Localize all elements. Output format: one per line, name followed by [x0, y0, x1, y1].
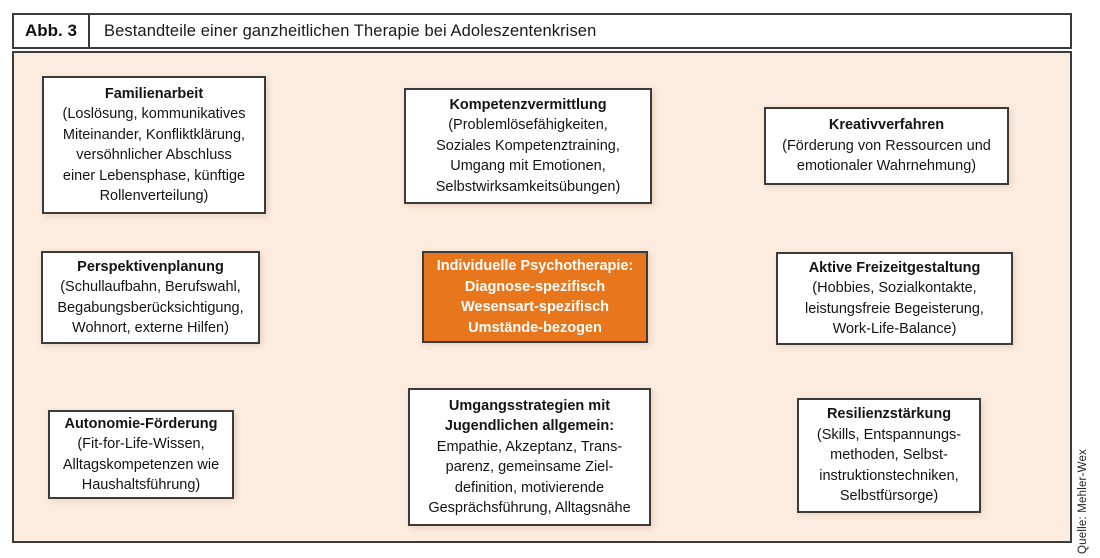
box-title: Autonomie-Förderung — [64, 415, 218, 432]
box-perspektivenplanung: Perspektivenplanung (Schullaufbahn, Beru… — [41, 251, 260, 344]
diagram-area: Familienarbeit (Loslösung, kommunikative… — [12, 51, 1072, 543]
box-body: Diagnose-spezifisch Wesensart-spezifisch… — [460, 278, 609, 336]
box-resilienzstaerkung: Resilienzstärkung (Skills, Entspannungs-… — [797, 398, 981, 513]
box-umgangsstrategien: Umgangsstrategien mit Jugendlichen allge… — [408, 388, 651, 526]
box-individuelle-psychotherapie: Individuelle Psychotherapie: Diagnose-sp… — [422, 251, 648, 343]
box-body: Empathie, Akzeptanz, Trans- parenz, geme… — [428, 438, 631, 517]
box-title: Kompetenzvermittlung — [449, 96, 607, 113]
box-title: Aktive Freizeitgestaltung — [808, 259, 981, 276]
box-body: (Hobbies, Sozialkontakte, leistungsfreie… — [805, 280, 984, 337]
box-title: Resilienzstärkung — [826, 406, 952, 423]
source-credit: Quelle: Mehler-Wex — [1077, 448, 1089, 554]
box-body: (Förderung von Ressourcen und emotionale… — [782, 137, 991, 175]
figure-title: Bestandteile einer ganzheitlichen Therap… — [104, 21, 597, 40]
box-body: (Loslösung, kommunikatives Miteinander, … — [62, 106, 246, 204]
box-body: (Skills, Entspannungs- methoden, Selbst-… — [816, 426, 962, 505]
box-body: (Schullaufbahn, Berufswahl, Begabungsber… — [57, 279, 244, 336]
box-title: Perspektivenplanung — [77, 258, 224, 275]
box-kompetenzvermittlung: Kompetenzvermittlung (Problemlösefähigke… — [404, 88, 652, 204]
box-title: Kreativverfahren — [828, 117, 945, 134]
box-autonomie-foerderung: Autonomie-Förderung (Fit-for-Life-Wissen… — [48, 410, 234, 499]
box-title: Umgangsstrategien mit Jugendlichen allge… — [444, 397, 615, 435]
figure-header: Abb. 3 Bestandteile einer ganzheitlichen… — [12, 13, 1072, 49]
box-title: Familienarbeit — [104, 85, 204, 102]
box-body: (Fit-for-Life-Wissen, Alltagskompetenzen… — [62, 436, 220, 493]
box-title: Individuelle Psychotherapie: — [436, 258, 634, 274]
figure-label: Abb. 3 — [14, 15, 90, 47]
box-body: (Problemlösefähigkeiten, Soziales Kompet… — [435, 117, 621, 195]
box-familienarbeit: Familienarbeit (Loslösung, kommunikative… — [42, 76, 266, 214]
box-aktive-freizeitgestaltung: Aktive Freizeitgestaltung (Hobbies, Sozi… — [776, 252, 1013, 345]
box-kreativverfahren: Kreativverfahren (Förderung von Ressourc… — [764, 107, 1009, 185]
